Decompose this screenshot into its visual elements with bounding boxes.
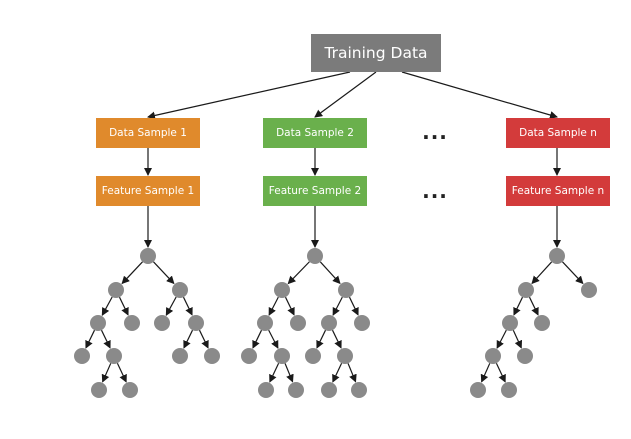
feature-sample-n-box: Feature Sample n <box>506 176 610 206</box>
tree-3-node <box>485 348 501 364</box>
feature-sample-2-label: Feature Sample 2 <box>268 185 362 197</box>
tree-3-edge-arrow <box>528 296 539 316</box>
tree-3-node <box>518 282 534 298</box>
tree-1-edge-arrow <box>101 296 113 316</box>
feature-sample-1-label: Feature Sample 1 <box>101 185 195 197</box>
tree-2-edge-arrow <box>348 296 359 316</box>
tree-1-edge-arrow <box>101 363 112 383</box>
tree-2-edge-arrow <box>252 329 263 349</box>
tree-2-node <box>258 382 274 398</box>
tree-3-node <box>470 382 486 398</box>
tree-1-node <box>188 315 204 331</box>
tree-1-node <box>90 315 106 331</box>
tree-2-node <box>241 348 257 364</box>
tree-1-node <box>122 382 138 398</box>
tree-1-edge-arrow <box>116 362 127 383</box>
tree-1-edge-arrow <box>118 296 129 316</box>
tree-1-node <box>140 248 156 264</box>
tree-3-node <box>534 315 550 331</box>
tree-1-node <box>154 315 170 331</box>
tree-2-node <box>307 248 323 264</box>
tree-2-edge-arrow <box>287 261 310 285</box>
data-sample-2-box: Data Sample 2 <box>263 118 367 148</box>
root-to-data-sample-n-arrow <box>401 71 558 119</box>
tree-3-node <box>502 315 518 331</box>
ellipsis-data-row: ... <box>422 120 448 144</box>
feature-sample-1-box: Feature Sample 1 <box>96 176 200 206</box>
tree-2-edge-arrow <box>347 363 357 383</box>
tree-2-node <box>290 315 306 331</box>
tree-1-edge-arrow <box>198 329 209 349</box>
tree-1-edge-arrow <box>165 296 177 316</box>
tree-3-edge-arrow <box>480 363 491 383</box>
tree-2-edge-arrow <box>332 362 343 383</box>
tree-1-edge-arrow <box>85 329 96 349</box>
tree-2-node <box>257 315 273 331</box>
tree-2-edge-arrow <box>268 329 279 349</box>
tree-1-edge-arrow <box>183 329 194 349</box>
tree-3-node <box>581 282 597 298</box>
tree-1-node <box>204 348 220 364</box>
tree-1-edge-arrow <box>182 296 193 316</box>
tree-2-edge-arrow <box>284 296 295 316</box>
tree-2-edge-arrow <box>269 362 280 383</box>
tree-2-edge-arrow <box>331 329 342 349</box>
ellipsis-feature-row: ... <box>422 179 448 203</box>
tree-2-node <box>337 348 353 364</box>
tree-3-edge-arrow <box>531 261 553 285</box>
tree-2-node <box>288 382 304 398</box>
node-layer <box>74 248 597 398</box>
tree-2-edge-arrow <box>268 296 279 316</box>
tree-3-edge-arrow <box>513 296 524 316</box>
tree-1-node <box>172 348 188 364</box>
tree-3-edge-arrow <box>512 330 523 349</box>
feature-sample-n-label: Feature Sample n <box>511 185 605 197</box>
tree-3-edge-arrow <box>495 362 506 383</box>
tree-1-edge-arrow <box>121 261 143 285</box>
tree-1-node <box>172 282 188 298</box>
tree-2-node <box>321 315 337 331</box>
tree-2-node <box>274 282 290 298</box>
tree-1-node <box>108 282 124 298</box>
tree-1-node <box>106 348 122 364</box>
tree-2-node <box>354 315 370 331</box>
root-to-data-sample-2-arrow <box>314 71 377 118</box>
feature-sample-2-box: Feature Sample 2 <box>263 176 367 206</box>
tree-2-edge-arrow <box>332 296 343 316</box>
tree-3-node <box>517 348 533 364</box>
training-data-box: Training Data <box>311 34 441 72</box>
data-sample-n-label: Data Sample n <box>519 127 597 139</box>
data-sample-1-box: Data Sample 1 <box>96 118 200 148</box>
tree-2-node <box>274 348 290 364</box>
tree-2-edge-arrow <box>284 363 294 383</box>
training-data-label: Training Data <box>324 44 428 62</box>
tree-3-node <box>549 248 565 264</box>
tree-1-node <box>91 382 107 398</box>
tree-3-edge-arrow <box>496 329 507 349</box>
tree-2-node <box>351 382 367 398</box>
tree-2-node <box>305 348 321 364</box>
tree-2-node <box>338 282 354 298</box>
data-sample-2-label: Data Sample 2 <box>276 127 354 139</box>
tree-2-edge-arrow <box>316 329 327 349</box>
edge-layer <box>85 71 584 383</box>
tree-1-edge-arrow <box>100 329 111 349</box>
tree-1-edge-arrow <box>153 261 175 285</box>
data-sample-n-box: Data Sample n <box>506 118 610 148</box>
tree-1-node <box>74 348 90 364</box>
tree-3-edge-arrow <box>562 261 584 285</box>
root-to-data-sample-1-arrow <box>147 71 351 120</box>
tree-1-node <box>124 315 140 331</box>
tree-2-edge-arrow <box>319 261 341 285</box>
tree-3-node <box>501 382 517 398</box>
data-sample-1-label: Data Sample 1 <box>109 127 187 139</box>
tree-2-node <box>321 382 337 398</box>
